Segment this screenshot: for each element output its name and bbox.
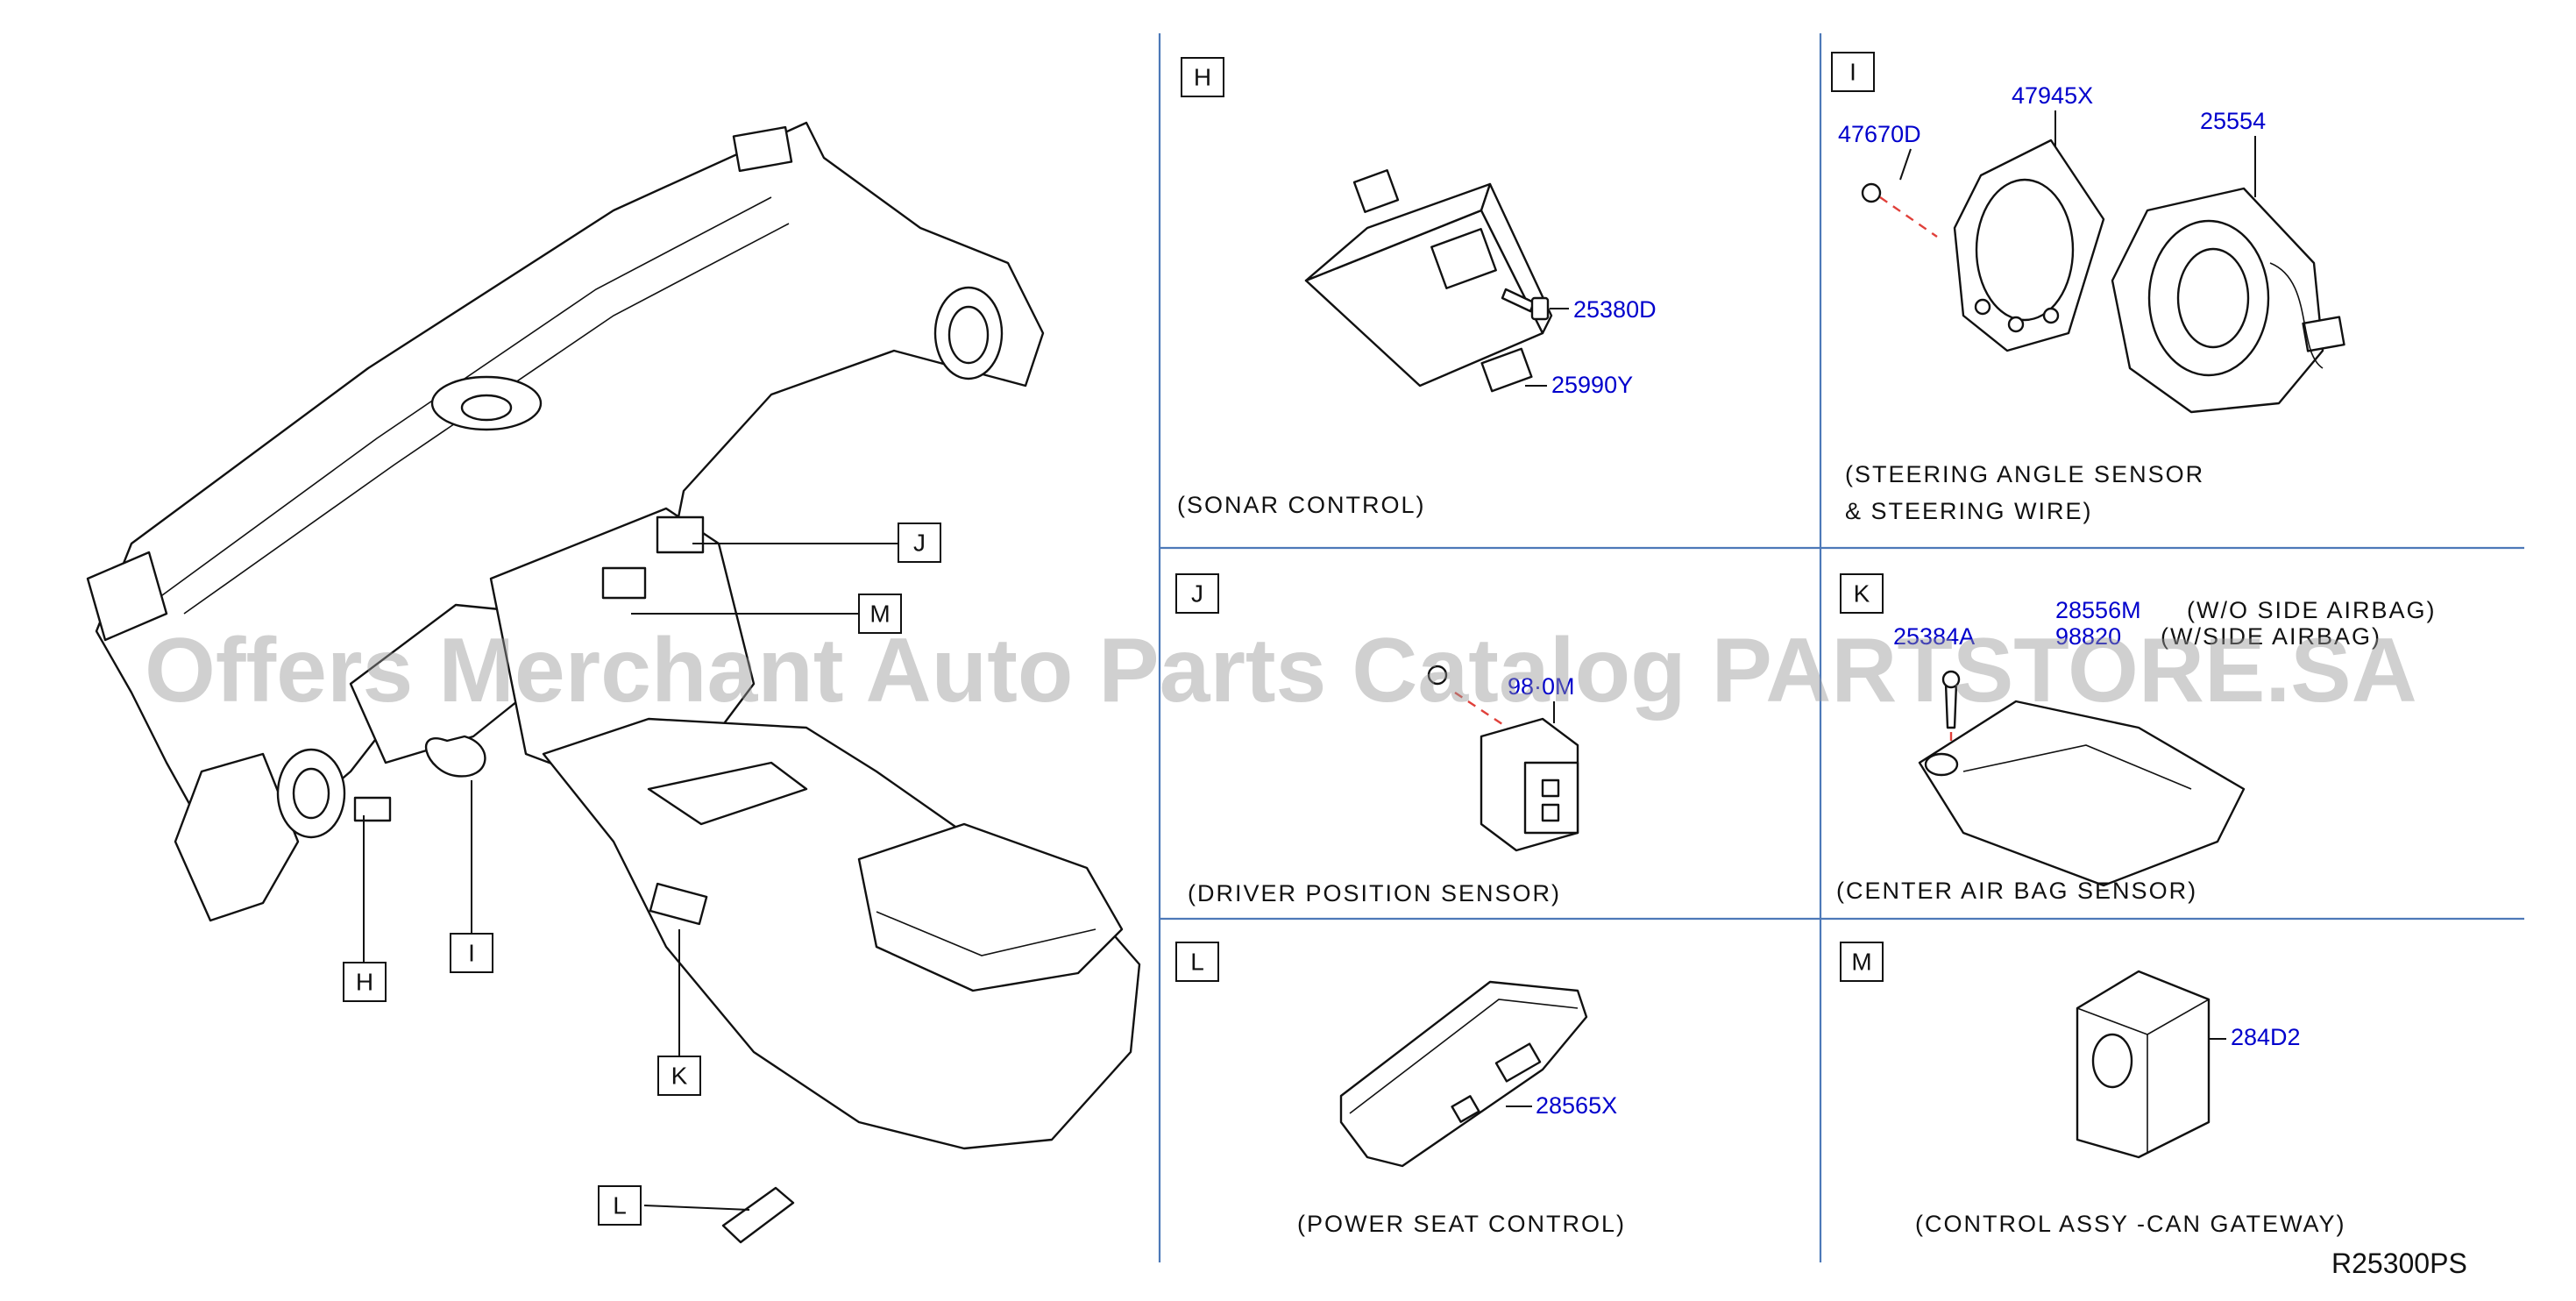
panel-h-letter: H [1194,64,1211,91]
module-j-location [656,515,705,554]
part-number-25990y[interactable]: 25990Y [1551,372,1633,398]
power-seat-control-module [1339,980,1588,1168]
svg-text:I: I [468,940,475,967]
svg-text:H: H [356,969,373,996]
module-m-location [601,566,647,600]
part-number-25380d[interactable]: 25380D [1573,296,1657,323]
callout-m[interactable]: M [858,594,902,634]
svg-text:M: M [869,601,890,628]
diagram-code: R25300PS [2331,1248,2467,1279]
svg-text:J: J [913,530,926,557]
panel-grid [1158,33,2524,1262]
screw-25380d [1501,288,1536,313]
caption-power-seat-control: (POWER SEAT CONTROL) [1297,1211,1626,1237]
part-number-25554[interactable]: 25554 [2200,108,2266,134]
part-number-98820[interactable]: 98820 [2055,623,2121,650]
caption-driver-position-sensor: (DRIVER POSITION SENSOR) [1188,880,1561,906]
center-airbag-sensor [1918,700,2246,887]
panel-j: J 98·0M (DRIVER POSITION SENSOR) [1175,573,1579,906]
sensor-i-location [424,735,486,778]
panel-k: K 28556M (W/O SIDE AIRBAG) 25384A 98820 … [1836,573,2437,904]
module-k-location [649,882,708,926]
watermark: Offers Merchant Auto Parts Catalog PARTS… [145,620,2417,722]
svg-text:K: K [671,1063,688,1090]
callout-h[interactable]: H [343,962,387,1002]
caption-steering-wire: & STEERING WIRE) [1845,498,2093,524]
panel-j-letter: J [1191,580,1203,608]
note-with-side-airbag: (W/SIDE AIRBAG) [2161,623,2381,650]
part-number-28565x[interactable]: 28565X [1536,1092,1617,1119]
svg-text:L: L [613,1192,627,1219]
screw-47670d [1861,182,1882,203]
panel-m: M 284D2 (CONTROL ASSY -CAN GATEWAY) [1840,942,2346,1237]
panel-l: L 28565X (POWER SEAT CONTROL) [1175,942,1626,1237]
module-l-location [721,1186,795,1244]
callout-j[interactable]: J [898,523,941,563]
callout-k[interactable]: K [657,1056,701,1096]
panel-k-letter: K [1854,580,1870,608]
dashboard-overview [86,121,1141,1244]
caption-steering-angle-sensor: (STEERING ANGLE SENSOR [1845,461,2204,487]
panel-m-letter: M [1851,949,1871,976]
part-number-j[interactable]: 98·0M [1508,673,1575,700]
caption-can-gateway: (CONTROL ASSY -CAN GATEWAY) [1915,1211,2346,1237]
module-h-location [353,796,392,822]
panel-i-letter: I [1849,59,1856,86]
callout-i[interactable]: I [450,933,493,973]
caption-sonar-control: (SONAR CONTROL) [1177,492,1426,518]
caption-center-airbag-sensor: (CENTER AIR BAG SENSOR) [1836,878,2197,904]
panel-l-letter: L [1190,949,1204,976]
part-number-47670d[interactable]: 47670D [1838,121,1921,147]
part-number-25384a[interactable]: 25384A [1893,623,1975,650]
panel-i: I 47670D 47945X 25554 (STEERING ANGLE SE… [1831,52,2345,524]
screw-j [1427,665,1448,686]
callout-l[interactable]: L [598,1185,642,1226]
panel-h: H 25380D 25990Y (SONAR CONTROL) [1177,57,1657,518]
part-number-284d2[interactable]: 284D2 [2231,1024,2301,1050]
part-number-28556m[interactable]: 28556M [2055,597,2141,623]
overview-leaders [363,543,898,1211]
note-without-side-airbag: (W/O SIDE AIRBAG) [2187,597,2437,623]
part-number-47945x[interactable]: 47945X [2012,82,2093,109]
